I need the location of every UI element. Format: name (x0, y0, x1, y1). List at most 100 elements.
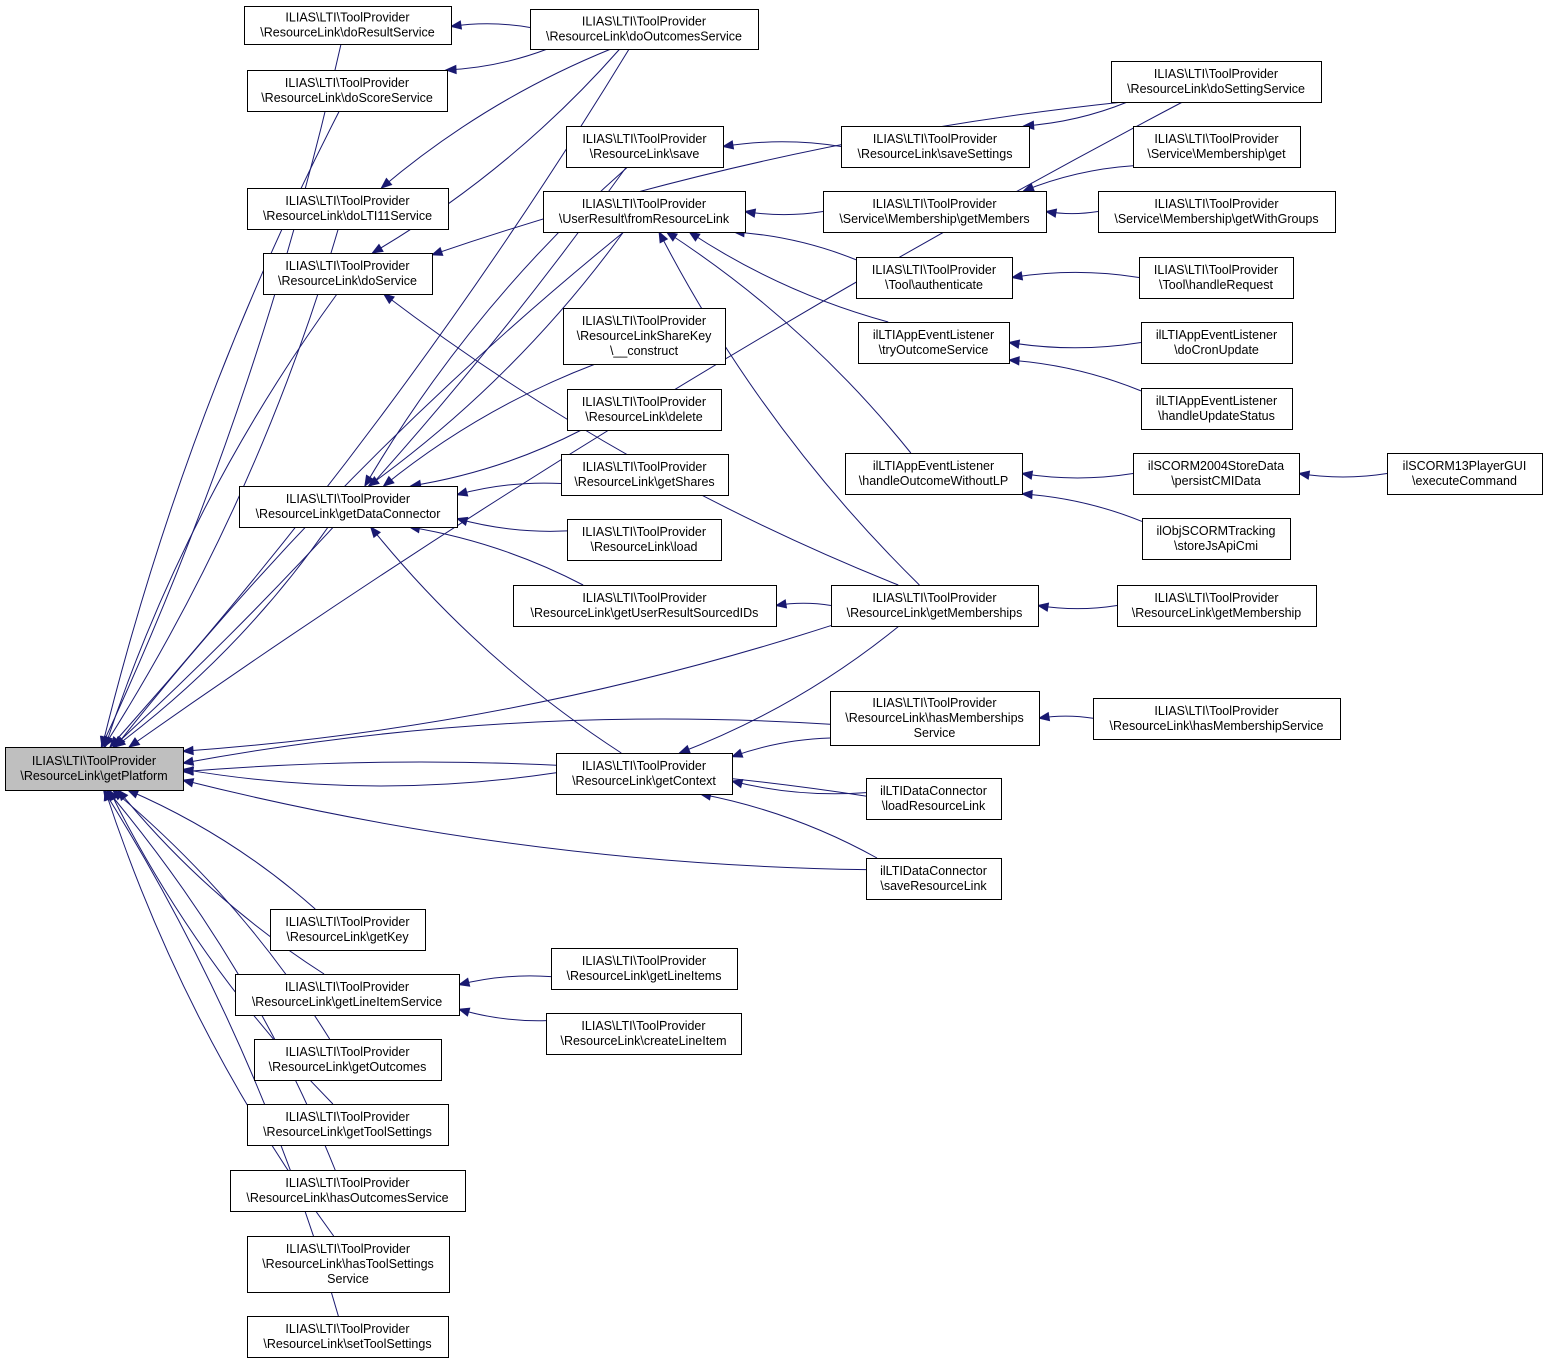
node-label-getOutcomes-line-0: ILIAS\LTI\ToolProvider (285, 1045, 409, 1059)
node-storeJsApiCmi[interactable]: ilObjSCORMTracking\storeJsApiCmi (1142, 518, 1291, 560)
node-box-getPlatform (5, 747, 184, 791)
node-persistCMIData[interactable]: ilSCORM2004StoreData\persistCMIData (1133, 453, 1300, 495)
node-handleOutcomeWithoutLP[interactable]: ilLTIAppEventListener\handleOutcomeWitho… (845, 453, 1023, 495)
node-label-tryOutcomeService-line-0: ilLTIAppEventListener (873, 328, 994, 342)
node-label-getUserResultSourcedIDs-line-0: ILIAS\LTI\ToolProvider (582, 591, 706, 605)
edge-createLineItem-to-getLineItemService (458, 1008, 547, 1022)
node-box-save (566, 126, 724, 168)
node-label-shareKeyConstruct-line-1: \ResourceLinkShareKey (577, 329, 713, 343)
arrowhead-doOutcomesService-to-doResultService (449, 20, 463, 30)
node-label-getMembership-line-0: ILIAS\LTI\ToolProvider (1154, 591, 1278, 605)
node-label-doCronUpdate-line-0: ilLTIAppEventListener (1156, 328, 1277, 342)
node-doService[interactable]: ILIAS\LTI\ToolProvider\ResourceLink\doSe… (263, 253, 433, 295)
node-box-getMemberships (831, 585, 1039, 627)
node-getPlatform[interactable]: ILIAS\LTI\ToolProvider\ResourceLink\getP… (5, 747, 184, 791)
node-box-doCronUpdate (1141, 322, 1293, 364)
node-setToolSettings[interactable]: ILIAS\LTI\ToolProvider\ResourceLink\setT… (247, 1316, 449, 1358)
node-getOutcomes[interactable]: ILIAS\LTI\ToolProvider\ResourceLink\getO… (254, 1039, 442, 1081)
node-box-getShares (561, 454, 729, 496)
node-box-saveResourceLink (866, 858, 1002, 900)
node-box-getLineItemService (235, 974, 460, 1016)
node-getLineItems[interactable]: ILIAS\LTI\ToolProvider\ResourceLink\getL… (551, 948, 738, 990)
node-box-getDataConnector (239, 486, 458, 528)
node-getMembers[interactable]: ILIAS\LTI\ToolProvider\Service\Membershi… (823, 191, 1047, 233)
node-getLineItemService[interactable]: ILIAS\LTI\ToolProvider\ResourceLink\getL… (235, 974, 460, 1016)
edge-getUserResultSourcedIDs-to-getDataConnector (409, 526, 584, 586)
node-handleUpdateStatus[interactable]: ilLTIAppEventListener\handleUpdateStatus (1141, 388, 1293, 430)
node-hasToolSettingsService[interactable]: ILIAS\LTI\ToolProvider\ResourceLink\hasT… (247, 1236, 450, 1293)
node-createLineItem[interactable]: ILIAS\LTI\ToolProvider\ResourceLink\crea… (546, 1013, 742, 1055)
node-box-hasMembershipsService (830, 691, 1040, 746)
edge-storeJsApiCmi-to-handleOutcomeWithoutLP (1021, 493, 1143, 522)
node-getKey[interactable]: ILIAS\LTI\ToolProvider\ResourceLink\getK… (270, 909, 426, 951)
node-label-doSettingService-line-0: ILIAS\LTI\ToolProvider (1154, 67, 1278, 81)
node-getContext[interactable]: ILIAS\LTI\ToolProvider\ResourceLink\getC… (556, 753, 733, 795)
arrowhead-fromResourceLink-to-getDataConnector (367, 476, 380, 487)
arrowhead-saveSettings-to-save (721, 140, 735, 150)
edge-delete-to-getDataConnector (410, 429, 582, 487)
arrowhead-getLineItems-to-getLineItemService (457, 977, 471, 987)
node-getUserResultSourcedIDs[interactable]: ILIAS\LTI\ToolProvider\ResourceLink\getU… (513, 585, 777, 627)
node-label-getContext-line-1: \ResourceLink\getContext (572, 774, 716, 788)
arrowhead-fromResourceLink-to-getPlatform (114, 735, 126, 749)
node-doOutcomesService[interactable]: ILIAS\LTI\ToolProvider\ResourceLink\doOu… (530, 9, 759, 50)
node-load[interactable]: ILIAS\LTI\ToolProvider\ResourceLink\load (567, 519, 722, 561)
node-getShares[interactable]: ILIAS\LTI\ToolProvider\ResourceLink\getS… (561, 454, 729, 496)
node-label-handleRequest-line-0: ILIAS\LTI\ToolProvider (1154, 263, 1278, 277)
node-hasMembershipsService[interactable]: ILIAS\LTI\ToolProvider\ResourceLink\hasM… (830, 691, 1040, 746)
edge-shareKeyConstruct-to-getDataConnector (383, 363, 596, 487)
edge-doOutcomesService-to-doScoreService (445, 48, 548, 71)
node-label-hasMembershipsService-line-1: \ResourceLink\hasMemberships (845, 711, 1024, 725)
arrowhead-doSettingService-to-getPlatform (128, 737, 141, 748)
node-tryOutcomeService[interactable]: ilLTIAppEventListener\tryOutcomeService (858, 322, 1010, 364)
node-executeCommand[interactable]: ilSCORM13PlayerGUI\executeCommand (1387, 453, 1543, 495)
node-label-authenticate-line-0: ILIAS\LTI\ToolProvider (872, 263, 996, 277)
node-label-hasMembershipService-line-0: ILIAS\LTI\ToolProvider (1154, 704, 1278, 718)
node-getMembership[interactable]: ILIAS\LTI\ToolProvider\ResourceLink\getM… (1117, 585, 1317, 627)
node-hasOutcomesService[interactable]: ILIAS\LTI\ToolProvider\ResourceLink\hasO… (230, 1170, 466, 1212)
arrowhead-doOutcomesService-to-doService (371, 243, 384, 254)
node-label-persistCMIData-line-1: \persistCMIData (1171, 474, 1261, 488)
node-membershipGet[interactable]: ILIAS\LTI\ToolProvider\Service\Membershi… (1133, 126, 1301, 168)
node-saveResourceLink[interactable]: ilLTIDataConnector\saveResourceLink (866, 858, 1002, 900)
node-getWithGroups[interactable]: ILIAS\LTI\ToolProvider\Service\Membershi… (1098, 191, 1336, 233)
node-shareKeyConstruct[interactable]: ILIAS\LTI\ToolProvider\ResourceLinkShare… (563, 308, 726, 365)
node-loadResourceLink[interactable]: ilLTIDataConnector\loadResourceLink (866, 778, 1002, 820)
node-getToolSettings[interactable]: ILIAS\LTI\ToolProvider\ResourceLink\getT… (247, 1104, 449, 1146)
arrowhead-saveResourceLink-to-getPlatform (181, 778, 195, 788)
node-save[interactable]: ILIAS\LTI\ToolProvider\ResourceLink\save (566, 126, 724, 168)
edge-doResultService-to-getPlatform (100, 43, 342, 748)
node-label-getShares-line-0: ILIAS\LTI\ToolProvider (582, 460, 706, 474)
node-doCronUpdate[interactable]: ilLTIAppEventListener\doCronUpdate (1141, 322, 1293, 364)
node-handleRequest[interactable]: ILIAS\LTI\ToolProvider\Tool\handleReques… (1139, 257, 1294, 299)
node-box-delete (567, 389, 722, 431)
node-doResultService[interactable]: ILIAS\LTI\ToolProvider\ResourceLink\doRe… (244, 6, 452, 45)
node-label-getLineItemService-line-1: \ResourceLink\getLineItemService (252, 995, 442, 1009)
node-doSettingService[interactable]: ILIAS\LTI\ToolProvider\ResourceLink\doSe… (1111, 61, 1322, 103)
node-box-getToolSettings (247, 1104, 449, 1146)
node-saveSettings[interactable]: ILIAS\LTI\ToolProvider\ResourceLink\save… (841, 126, 1030, 168)
node-label-doResultService-line-1: \ResourceLink\doResultService (260, 26, 434, 40)
edge-fromResourceLink-to-getDataConnector (368, 231, 624, 487)
node-label-getToolSettings-line-1: \ResourceLink\getToolSettings (263, 1125, 432, 1139)
node-label-getPlatform-line-0: ILIAS\LTI\ToolProvider (32, 754, 156, 768)
node-delete[interactable]: ILIAS\LTI\ToolProvider\ResourceLink\dele… (567, 389, 722, 431)
edge-getContext-to-getDataConnector (370, 526, 622, 754)
edge-getMembership-to-getMemberships (1037, 605, 1118, 610)
node-box-getMembership (1117, 585, 1317, 627)
node-hasMembershipService[interactable]: ILIAS\LTI\ToolProvider\ResourceLink\hasM… (1093, 698, 1341, 740)
node-getDataConnector[interactable]: ILIAS\LTI\ToolProvider\ResourceLink\getD… (239, 486, 458, 528)
node-doScoreService[interactable]: ILIAS\LTI\ToolProvider\ResourceLink\doSc… (247, 70, 448, 112)
edge-doOutcomesService-to-doResultService (450, 23, 531, 28)
node-label-doSettingService-line-1: \ResourceLink\doSettingService (1127, 82, 1305, 96)
edge-getMemberships-to-getContext (679, 625, 900, 754)
arrowhead-load-to-getDataConnector (455, 516, 469, 527)
node-getMemberships[interactable]: ILIAS\LTI\ToolProvider\ResourceLink\getM… (831, 585, 1039, 627)
node-fromResourceLink[interactable]: ILIAS\LTI\ToolProvider\UserResult\fromRe… (543, 191, 746, 233)
node-label-storeJsApiCmi-line-0: ilObjSCORMTracking (1156, 524, 1275, 538)
node-authenticate[interactable]: ILIAS\LTI\ToolProvider\Tool\authenticate (856, 257, 1013, 299)
node-label-doResultService-line-0: ILIAS\LTI\ToolProvider (285, 11, 409, 25)
node-box-getLineItems (551, 948, 738, 990)
node-doLTI11Service[interactable]: ILIAS\LTI\ToolProvider\ResourceLink\doLT… (247, 188, 449, 230)
